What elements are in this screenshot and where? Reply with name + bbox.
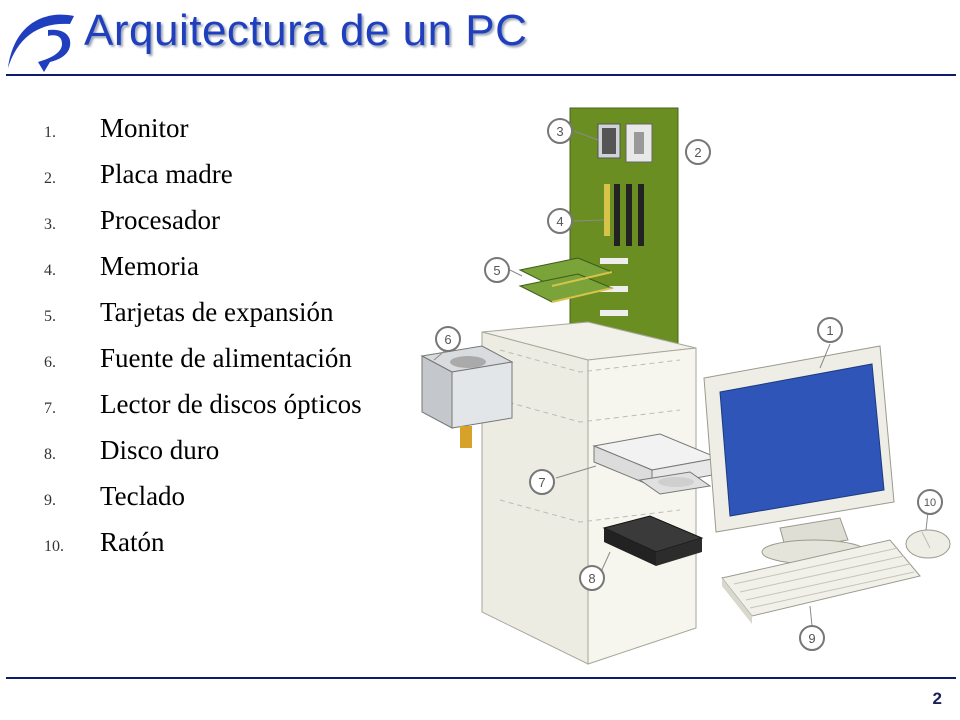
- callout-10: 10: [917, 489, 943, 515]
- list-number: 1.: [44, 124, 56, 141]
- list-number: 4.: [44, 262, 56, 279]
- list-label: Placa madre: [100, 159, 233, 189]
- list-item: 3. Procesador: [44, 205, 362, 251]
- list-item: 7. Lector de discos ópticos: [44, 389, 362, 435]
- list-item: 8. Disco duro: [44, 435, 362, 481]
- svg-text:3: 3: [556, 124, 563, 139]
- keyboard: [721, 539, 921, 624]
- list-item: 1. Monitor: [44, 113, 362, 159]
- list-number: 10.: [44, 538, 64, 555]
- svg-text:5: 5: [493, 263, 500, 278]
- list-number: 9.: [44, 492, 56, 509]
- svg-text:8: 8: [588, 571, 595, 586]
- list-label: Teclado: [100, 481, 186, 511]
- svg-text:4: 4: [556, 214, 563, 229]
- list-label: Fuente de alimentación: [100, 343, 352, 373]
- list-label: Procesador: [100, 205, 220, 235]
- list-label: Ratón: [100, 527, 165, 557]
- list-label: Tarjetas de expansión: [100, 297, 334, 327]
- svg-text:10: 10: [924, 497, 936, 509]
- list-label: Lector de discos ópticos: [100, 389, 362, 419]
- list-item: 5. Tarjetas de expansión: [44, 297, 362, 343]
- callout-3: 3: [547, 118, 573, 144]
- motherboard: [569, 107, 679, 376]
- mouse: [905, 529, 951, 559]
- list-item: 4. Memoria: [44, 251, 362, 297]
- list-label: Monitor: [100, 113, 189, 143]
- optical-drive: [592, 433, 720, 495]
- callout-4: 4: [547, 208, 573, 234]
- footer-divider: [6, 677, 956, 679]
- monitor: [703, 345, 895, 565]
- hard-disk: [602, 515, 704, 566]
- callout-9: 9: [799, 625, 825, 651]
- list-number: 6.: [44, 354, 56, 371]
- list-label: Disco duro: [100, 435, 220, 465]
- list-number: 5.: [44, 308, 56, 325]
- callout-leaders: [433, 130, 929, 627]
- callout-1: 1: [817, 317, 843, 343]
- list-number: 3.: [44, 216, 56, 233]
- callout-8: 8: [579, 565, 605, 591]
- list-item: 6. Fuente de alimentación: [44, 343, 362, 389]
- list-item: 10. Ratón: [44, 527, 362, 573]
- logo-icon: [8, 14, 74, 73]
- svg-text:2: 2: [694, 145, 701, 160]
- svg-text:1: 1: [826, 323, 833, 338]
- page-number: 2: [932, 689, 942, 708]
- component-list: 1. Monitor 2. Placa madre 3. Procesador 4. M…: [44, 113, 362, 573]
- title-divider: [6, 74, 956, 76]
- list-item: 2. Placa madre: [44, 159, 362, 205]
- svg-text:7: 7: [538, 475, 545, 490]
- slide-title: Arquitectura de un PC: [84, 6, 528, 55]
- callout-6: 6: [435, 326, 461, 352]
- callout-2: 2: [685, 139, 711, 165]
- svg-text:9: 9: [808, 631, 815, 646]
- list-number: 8.: [44, 446, 56, 463]
- list-label: Memoria: [100, 251, 199, 281]
- list-number: 2.: [44, 170, 56, 187]
- list-item: 9. Teclado: [44, 481, 362, 527]
- expansion-cards: [518, 257, 614, 303]
- power-supply: [420, 345, 514, 448]
- pc-architecture-figure: 1 2 3 4 5 6 7 8 9 10: [420, 107, 951, 665]
- list-number: 7.: [44, 400, 56, 417]
- callout-5: 5: [484, 257, 510, 283]
- callout-7: 7: [529, 469, 555, 495]
- svg-text:6: 6: [444, 332, 451, 347]
